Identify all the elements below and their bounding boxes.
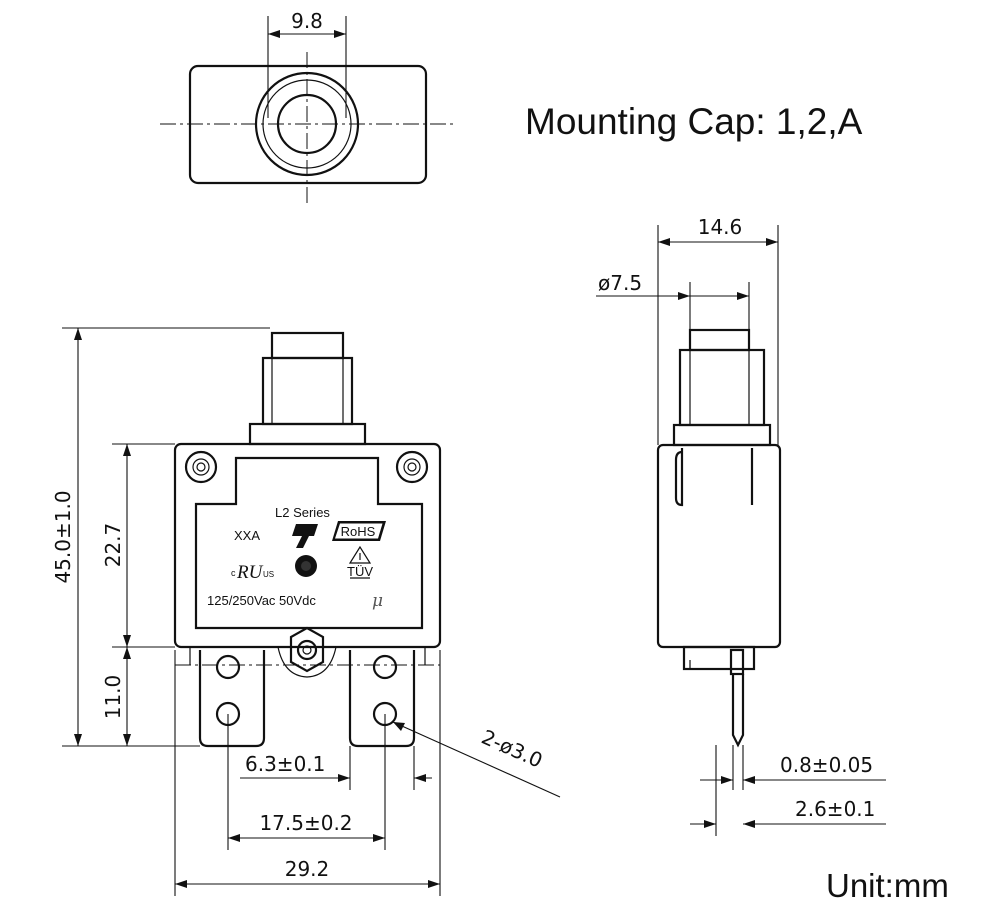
front-body	[173, 442, 442, 649]
side-button-stem	[678, 348, 766, 427]
top-view: 9.8	[160, 9, 456, 204]
svg-text:RoHS: RoHS	[341, 524, 376, 539]
mounting-cap-title: Mounting Cap: 1,2,A	[525, 101, 863, 142]
dim-terminal-pitch: 17.5±0.2	[259, 811, 352, 835]
dim-pin-thickness: 0.8±0.05	[780, 753, 873, 777]
corner-hole-left	[184, 450, 218, 484]
rohs-badge: RoHS	[332, 521, 386, 541]
front-view	[173, 331, 442, 748]
side-button-cap	[688, 328, 751, 352]
side-collar	[672, 423, 772, 447]
center-nut	[289, 626, 325, 673]
unit-label: Unit:mm	[826, 867, 949, 904]
side-view	[656, 328, 782, 748]
rating-label: XXA	[234, 528, 260, 543]
tuv-label: TÜV	[347, 564, 373, 579]
side-dimensions: 14.6 ø7.5 0.8±0.05 2.6±0.1	[596, 215, 886, 836]
ts-logo: TS	[292, 524, 318, 548]
dim-terminal-width: 6.3±0.1	[245, 752, 325, 776]
dim-side-button-dia: ø7.5	[598, 271, 642, 295]
voltage-label: 125/250Vac 50Vdc	[207, 593, 316, 608]
side-pin	[731, 674, 745, 748]
terminal-left	[198, 650, 266, 748]
dim-top-width: 9.8	[291, 9, 323, 33]
front-button-stem	[261, 356, 354, 426]
label-markings: L2 Series XXA TS RoHS c RU US TÜV 125/25…	[207, 505, 386, 611]
svg-text:RU: RU	[236, 562, 264, 583]
ul-mark: c RU US	[231, 562, 274, 583]
svg-text:c: c	[231, 568, 236, 578]
terminal-right	[348, 650, 416, 748]
dim-pin-offset: 2.6±0.1	[795, 797, 875, 821]
svg-text:US: US	[263, 570, 274, 579]
side-pin-upper	[729, 648, 745, 676]
series-label: L2 Series	[275, 505, 330, 520]
front-dimensions: 45.0±1.0 22.7 11.0 6.3±0.1 17.5±0.2	[51, 327, 561, 896]
corner-hole-right	[395, 450, 429, 484]
dim-side-width: 14.6	[698, 215, 743, 239]
tuv-triangle-icon	[348, 545, 372, 564]
front-label-plate	[194, 456, 424, 630]
front-button-collar	[248, 422, 367, 446]
dim-holes: 2-ø3.0	[478, 725, 546, 773]
dim-height-terminal: 11.0	[101, 675, 125, 720]
side-terminal-base	[682, 645, 756, 671]
dim-height-body: 22.7	[101, 523, 125, 568]
dim-height-total: 45.0±1.0	[51, 490, 75, 583]
dim-overall-width: 29.2	[285, 857, 330, 881]
front-button-cap	[270, 331, 345, 360]
mu-mark: μ	[372, 591, 383, 611]
